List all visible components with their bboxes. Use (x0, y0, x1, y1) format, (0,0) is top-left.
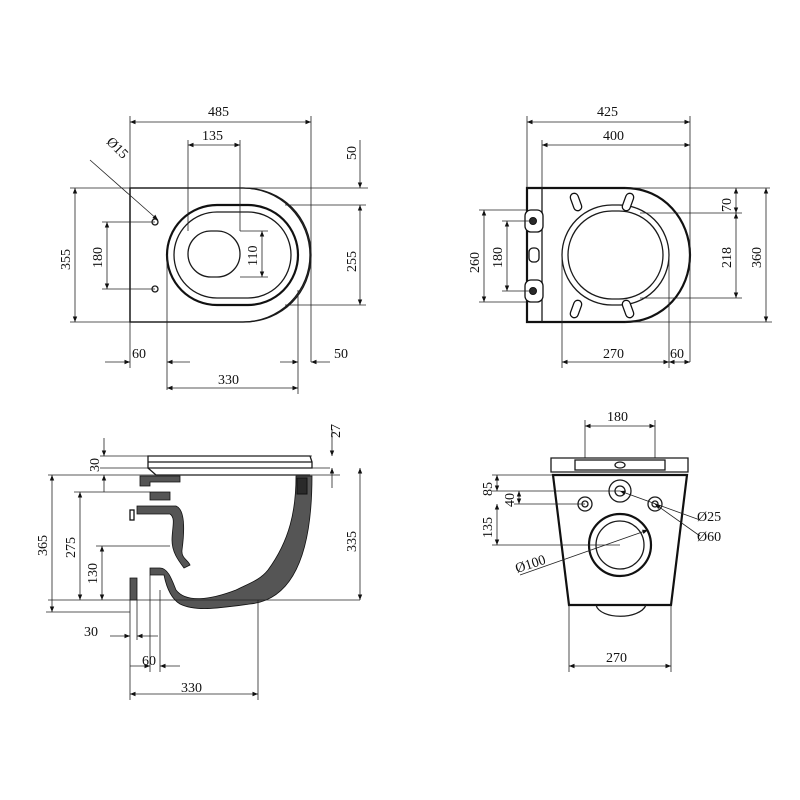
rear-holes (577, 479, 663, 578)
dim-lines-seat (479, 116, 772, 368)
dim-lines-rear (492, 420, 701, 672)
dim-50-front: 50 (334, 347, 348, 362)
dim-lines-top (70, 116, 368, 394)
dim-180: 180 (91, 247, 106, 268)
rear-body-outline (550, 457, 689, 617)
dim-400: 400 (603, 129, 624, 144)
dim-60-rear-side: 60 (142, 654, 156, 669)
toilet-body-outline (129, 187, 312, 323)
dim-60-rear: 60 (132, 347, 146, 362)
dim-425: 425 (597, 105, 618, 120)
dim-360: 360 (750, 247, 765, 268)
dim-110: 110 (246, 246, 261, 266)
top-view: 485 135 Ø15 50 355 180 110 255 60 330 50 (59, 105, 368, 394)
dim-255: 255 (345, 251, 360, 272)
dim-330-side: 330 (181, 681, 202, 696)
dim-130: 130 (86, 563, 101, 584)
dim-180-seat: 180 (491, 247, 506, 268)
dim-135-rear: 135 (481, 517, 496, 538)
seat-view: 425 400 70 260 180 218 360 270 60 (468, 105, 772, 368)
dim-135: 135 (202, 129, 223, 144)
dim-330: 330 (218, 373, 239, 388)
dim-diameter-25: Ø25 (697, 510, 721, 525)
dim-218: 218 (720, 247, 735, 268)
dim-27: 27 (329, 424, 344, 438)
dim-40: 40 (503, 493, 518, 507)
rear-view: 180 85 40 135 Ø25 Ø60 Ø100 270 (481, 410, 721, 672)
seat-outline (525, 186, 692, 324)
flush-outlet (296, 477, 308, 495)
dim-365: 365 (36, 535, 51, 556)
dim-lines-side (46, 430, 363, 700)
dim-70: 70 (720, 198, 735, 212)
dim-260: 260 (468, 252, 483, 273)
bowl-rim (165, 203, 300, 307)
dim-270-seat: 270 (603, 347, 624, 362)
dim-30-rear: 30 (84, 625, 98, 640)
dim-355: 355 (59, 249, 74, 270)
dim-diameter-15: Ø15 (103, 135, 131, 163)
dim-diameter-60: Ø60 (697, 530, 721, 545)
dim-270-rear: 270 (606, 651, 627, 666)
seat-lid-profile (147, 455, 313, 476)
body-shell-section (129, 475, 313, 610)
dim-60-seat: 60 (670, 347, 684, 362)
dim-diameter-100: Ø100 (514, 553, 548, 577)
seat-bumpers (569, 192, 635, 319)
dim-335: 335 (345, 531, 360, 552)
dim-85: 85 (481, 482, 496, 496)
dim-50-rear: 50 (345, 146, 360, 160)
dim-485: 485 (208, 105, 229, 120)
mounting-holes (151, 218, 159, 293)
dim-275: 275 (64, 537, 79, 558)
dim-180-rear: 180 (607, 410, 628, 425)
dim-30-seat: 30 (88, 458, 103, 472)
side-section-view: 27 30 365 275 130 335 30 60 330 (36, 424, 363, 700)
